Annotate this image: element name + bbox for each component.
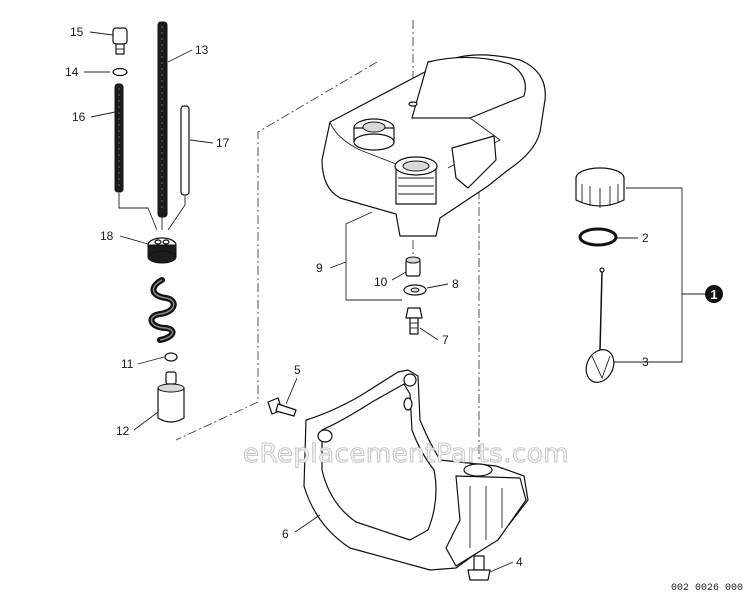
callout-11: 11	[121, 357, 134, 371]
callout-18: 18	[100, 229, 114, 243]
leader-lines	[84, 31, 638, 573]
watermark: eReplacementParts.com	[243, 439, 569, 469]
callout-16: 16	[72, 110, 86, 124]
part-18-grommet	[147, 237, 177, 264]
part-9-fuel-tank	[321, 54, 546, 237]
diagram-code: 002 0026 000	[671, 583, 743, 594]
part-5-bolt	[267, 397, 297, 417]
callout-17: 17	[216, 136, 230, 150]
callout-5: 5	[294, 363, 301, 377]
callout-1: 1	[710, 287, 717, 302]
callout-2: 2	[642, 231, 649, 245]
part-14-ring	[112, 67, 128, 77]
part-15-fitting	[112, 27, 128, 55]
part-4-bolt	[467, 555, 491, 581]
part-13-hose	[157, 21, 168, 218]
part-3-strainer	[585, 267, 615, 383]
part-12-fuel-filter	[157, 371, 185, 423]
part-1-cap	[575, 167, 625, 208]
callout-3: 3	[642, 355, 649, 369]
part-11-o-ring	[164, 352, 178, 362]
callout-13: 13	[195, 43, 209, 57]
callout-9: 9	[316, 261, 323, 275]
part-17-rod	[180, 105, 190, 196]
callout-15: 15	[70, 25, 84, 39]
callout-1-marker	[705, 285, 723, 303]
callout-10: 10	[374, 275, 388, 289]
fuel-line-coil	[148, 277, 177, 343]
part-7-bolt	[405, 307, 423, 335]
callout-7: 7	[442, 333, 449, 347]
part-10-bushing	[405, 256, 421, 277]
part-8-washer	[403, 284, 427, 296]
callout-12: 12	[116, 424, 130, 438]
callout-6: 6	[282, 527, 289, 541]
part-6-tank-frame	[303, 369, 529, 571]
callout-8: 8	[452, 277, 459, 291]
part-16-hose	[114, 83, 124, 193]
callout-14: 14	[65, 65, 79, 79]
part-2-gasket	[578, 227, 618, 247]
callout-4: 4	[516, 555, 523, 569]
